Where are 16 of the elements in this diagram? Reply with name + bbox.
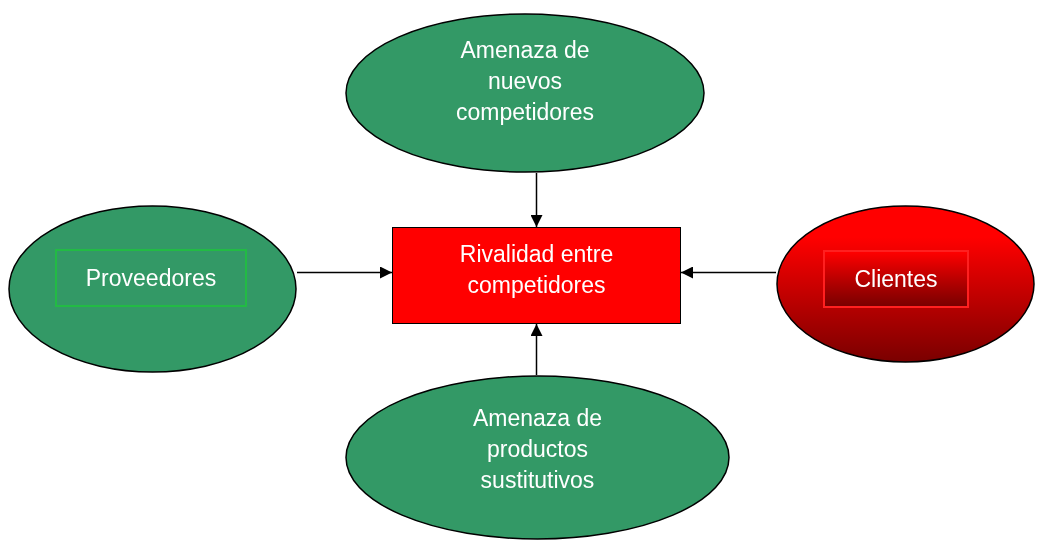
rectangle-box xyxy=(823,250,969,308)
rectangle-box xyxy=(392,227,681,324)
node-label: Rivalidad entre competidores xyxy=(458,239,615,300)
arrow xyxy=(530,323,543,376)
ellipse-shape xyxy=(8,205,297,373)
arrow xyxy=(680,266,777,279)
node-label: Amenaza de productos sustitutivos xyxy=(471,404,604,495)
node-label: Amenaza de nuevos competidores xyxy=(454,35,596,127)
ellipse-shape xyxy=(776,205,1035,363)
ellipse-shape xyxy=(345,375,730,540)
node-label: Clientes xyxy=(854,264,938,294)
rectangle-box xyxy=(55,249,247,307)
arrow xyxy=(530,172,543,228)
arrow xyxy=(296,266,393,279)
node-label: Proveedores xyxy=(85,263,217,293)
ellipse-shape xyxy=(345,13,705,173)
